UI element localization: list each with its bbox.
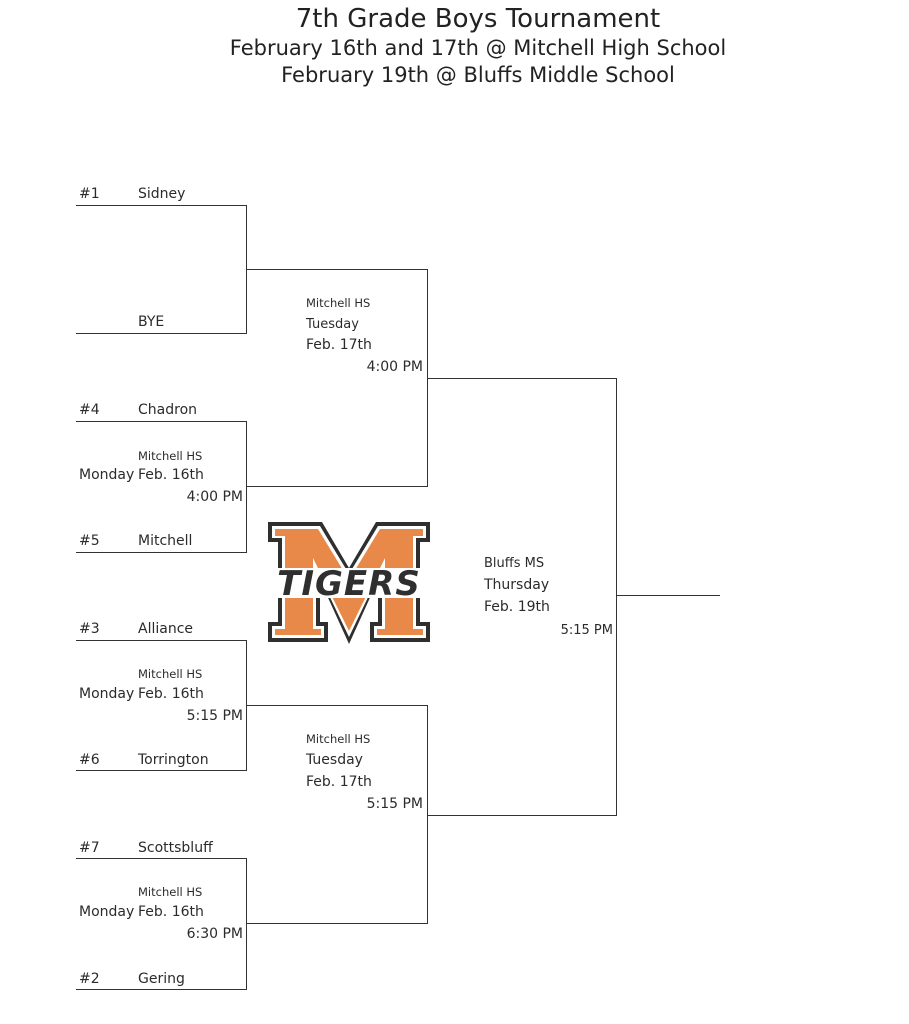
game-venue: Mitchell HS <box>138 667 203 681</box>
team-seed: #1 <box>79 186 100 202</box>
semifinal-line <box>246 705 428 706</box>
semifinal-line <box>246 269 428 270</box>
game-time: 5:15 PM <box>366 796 423 812</box>
team-name: Sidney <box>138 186 186 202</box>
team-seed: #6 <box>79 752 100 768</box>
game-venue: Mitchell HS <box>138 885 203 899</box>
semifinal-line <box>246 923 428 924</box>
team-name: Scottsbluff <box>138 840 213 856</box>
team-name: Mitchell <box>138 533 193 549</box>
team-line <box>76 552 247 553</box>
final-line <box>427 378 617 379</box>
final-line <box>427 815 617 816</box>
bracket-connector <box>246 421 247 553</box>
game-time: 4:00 PM <box>186 489 243 505</box>
semifinal-line <box>246 486 428 487</box>
team-line <box>76 205 247 206</box>
game-date: Feb. 17th <box>306 337 372 353</box>
bracket-connector <box>246 858 247 990</box>
team-name: Chadron <box>138 402 198 418</box>
tigers-logo: TIGERS <box>260 518 438 648</box>
game-day: Tuesday <box>306 752 363 768</box>
team-seed: #7 <box>79 840 100 856</box>
team-line <box>76 640 247 641</box>
game-date: Feb. 17th <box>306 774 372 790</box>
game-date: Feb. 16th <box>138 467 204 483</box>
bracket-connector <box>427 705 428 924</box>
team-seed: #2 <box>79 971 100 987</box>
team-line <box>76 421 247 422</box>
team-line <box>76 858 247 859</box>
game-day: Monday <box>79 686 135 702</box>
game-day: Monday <box>79 904 135 920</box>
game-day: Thursday <box>484 577 550 593</box>
game-venue: Mitchell HS <box>306 732 371 746</box>
team-name: Torrington <box>138 752 209 768</box>
game-time: 5:15 PM <box>560 623 613 638</box>
team-seed: #5 <box>79 533 100 549</box>
bracket-connector <box>616 378 617 816</box>
game-date: Feb. 19th <box>484 599 550 615</box>
game-date: Feb. 16th <box>138 686 204 702</box>
page-title: 7th Grade Boys Tournament <box>295 4 661 34</box>
game-day: Monday <box>79 467 135 483</box>
svg-text:TIGERS: TIGERS <box>277 564 421 604</box>
team-seed: #4 <box>79 402 100 418</box>
team-name: Gering <box>138 971 185 987</box>
game-time: 5:15 PM <box>186 708 243 724</box>
team-seed: #3 <box>79 621 100 637</box>
team-line <box>76 770 247 771</box>
game-venue: Bluffs MS <box>484 556 545 571</box>
subtitle-dates-bluffs: February 19th @ Bluffs Middle School <box>281 63 675 87</box>
team-line <box>76 989 247 990</box>
team-name: BYE <box>138 314 165 330</box>
tigers-m-logo-icon: TIGERS <box>260 522 438 644</box>
team-line <box>76 333 247 334</box>
game-time: 6:30 PM <box>186 926 243 942</box>
game-date: Feb. 16th <box>138 904 204 920</box>
team-name: Alliance <box>138 621 194 637</box>
game-time: 4:00 PM <box>366 359 423 375</box>
game-venue: Mitchell HS <box>138 449 203 463</box>
champion-line <box>616 595 720 596</box>
game-day: Tuesday <box>306 317 359 332</box>
game-venue: Mitchell HS <box>306 296 371 310</box>
subtitle-dates-mitchell: February 16th and 17th @ Mitchell High S… <box>229 36 727 60</box>
